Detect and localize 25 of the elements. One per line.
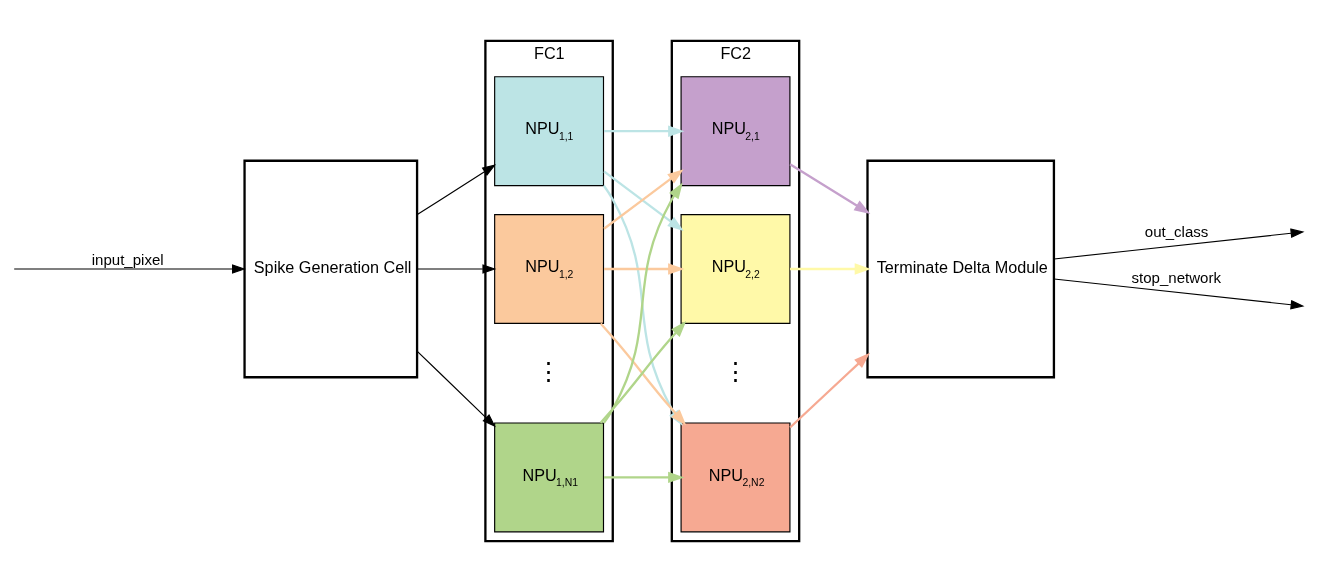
arrow <box>790 263 871 275</box>
edge-label: out_class <box>1144 223 1209 241</box>
node-box: NPU$_{2,N2}$ <box>680 422 791 533</box>
node-box: NPU$_{1,N1}$ <box>494 422 605 533</box>
arrow <box>1053 278 1305 310</box>
label: ⋮ <box>722 356 748 385</box>
arrow <box>604 125 685 137</box>
arrow <box>1053 228 1305 260</box>
label: ⋮ <box>536 356 562 385</box>
node-box: Spike Generation Cell <box>243 159 419 379</box>
node-box: Terminate Delta Module <box>866 159 1056 379</box>
arrow <box>789 352 870 429</box>
arrow <box>416 264 497 274</box>
arrow <box>789 163 871 214</box>
arrow <box>416 164 497 216</box>
arrow <box>416 350 496 428</box>
arrow <box>604 471 685 484</box>
edge-label: input_pixel <box>91 250 164 268</box>
edge-label: stop_network <box>1131 269 1221 287</box>
arrow <box>604 263 685 275</box>
arrow <box>13 264 246 274</box>
node-box: NPU$_{1,1}$ <box>494 76 605 187</box>
node-box: NPU$_{2,2}$ <box>680 214 791 324</box>
node-box: NPU$_{1,2}$ <box>494 214 605 324</box>
node-box: NPU$_{2,1}$ <box>680 76 791 187</box>
